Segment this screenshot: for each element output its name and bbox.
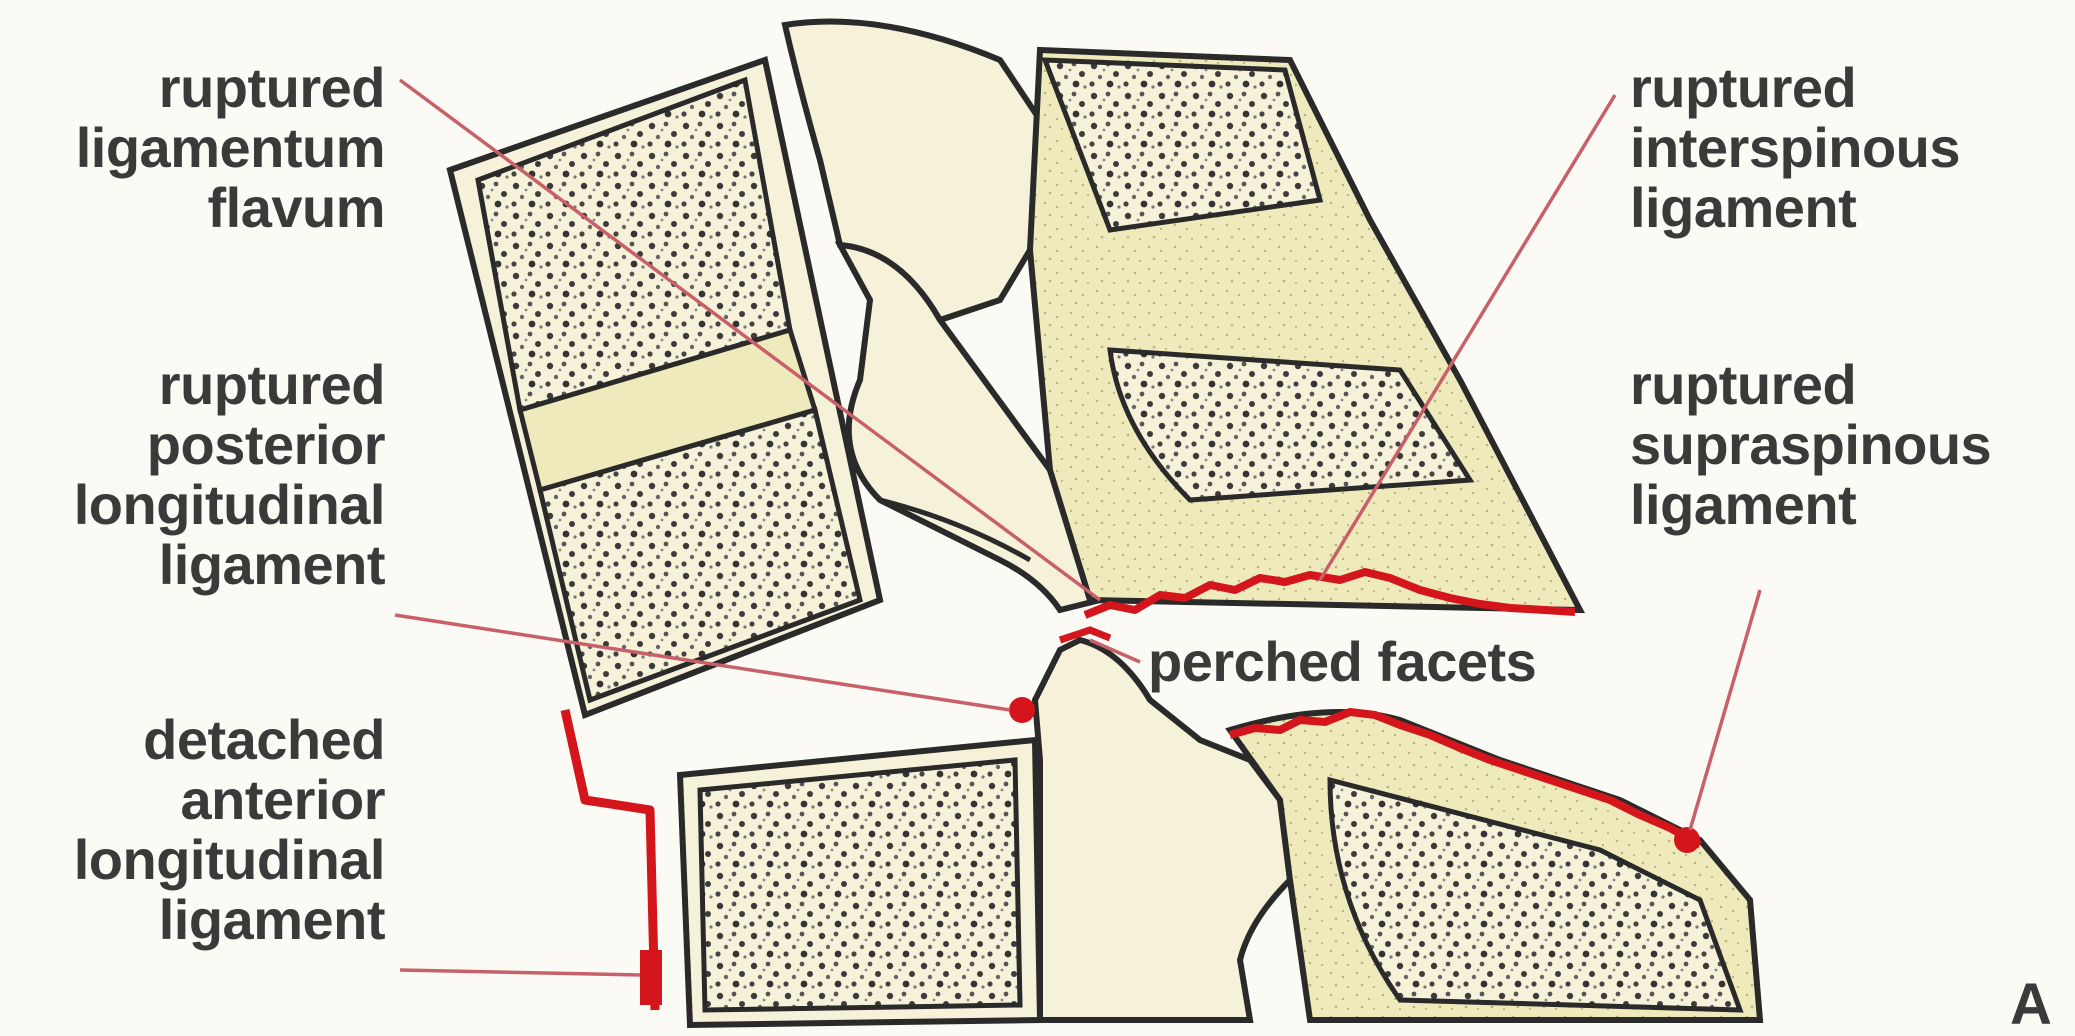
leader-supraspinous bbox=[1690, 590, 1760, 830]
posterior-ligament-rupture bbox=[1009, 697, 1035, 723]
upper-lamina bbox=[785, 22, 1040, 320]
panel-letter: A bbox=[2010, 975, 2051, 1035]
supraspinous-rupture-point bbox=[1674, 827, 1700, 853]
lower-articular-process bbox=[1035, 640, 1290, 1020]
lower-vertebra bbox=[680, 640, 1760, 1025]
lower-vertebral-body bbox=[700, 760, 1020, 1010]
label-ruptured-ligamentum-flavum: ruptured ligamentum flavum bbox=[76, 58, 385, 238]
upper-posterior-elements bbox=[785, 22, 1580, 610]
label-perched-facets: perched facets bbox=[1148, 632, 1536, 692]
leader-anterior-longitudinal bbox=[400, 970, 640, 975]
label-ruptured-supraspinous-ligament: ruptured supraspinous ligament bbox=[1630, 355, 1991, 535]
anterior-ligament-tip bbox=[640, 950, 662, 1005]
label-ruptured-interspinous-ligament: ruptured interspinous ligament bbox=[1630, 58, 1960, 238]
label-detached-anterior-longitudinal-ligament: detached anterior longitudinal ligament bbox=[74, 710, 385, 950]
label-ruptured-posterior-longitudinal-ligament: ruptured posterior longitudinal ligament bbox=[74, 355, 385, 595]
